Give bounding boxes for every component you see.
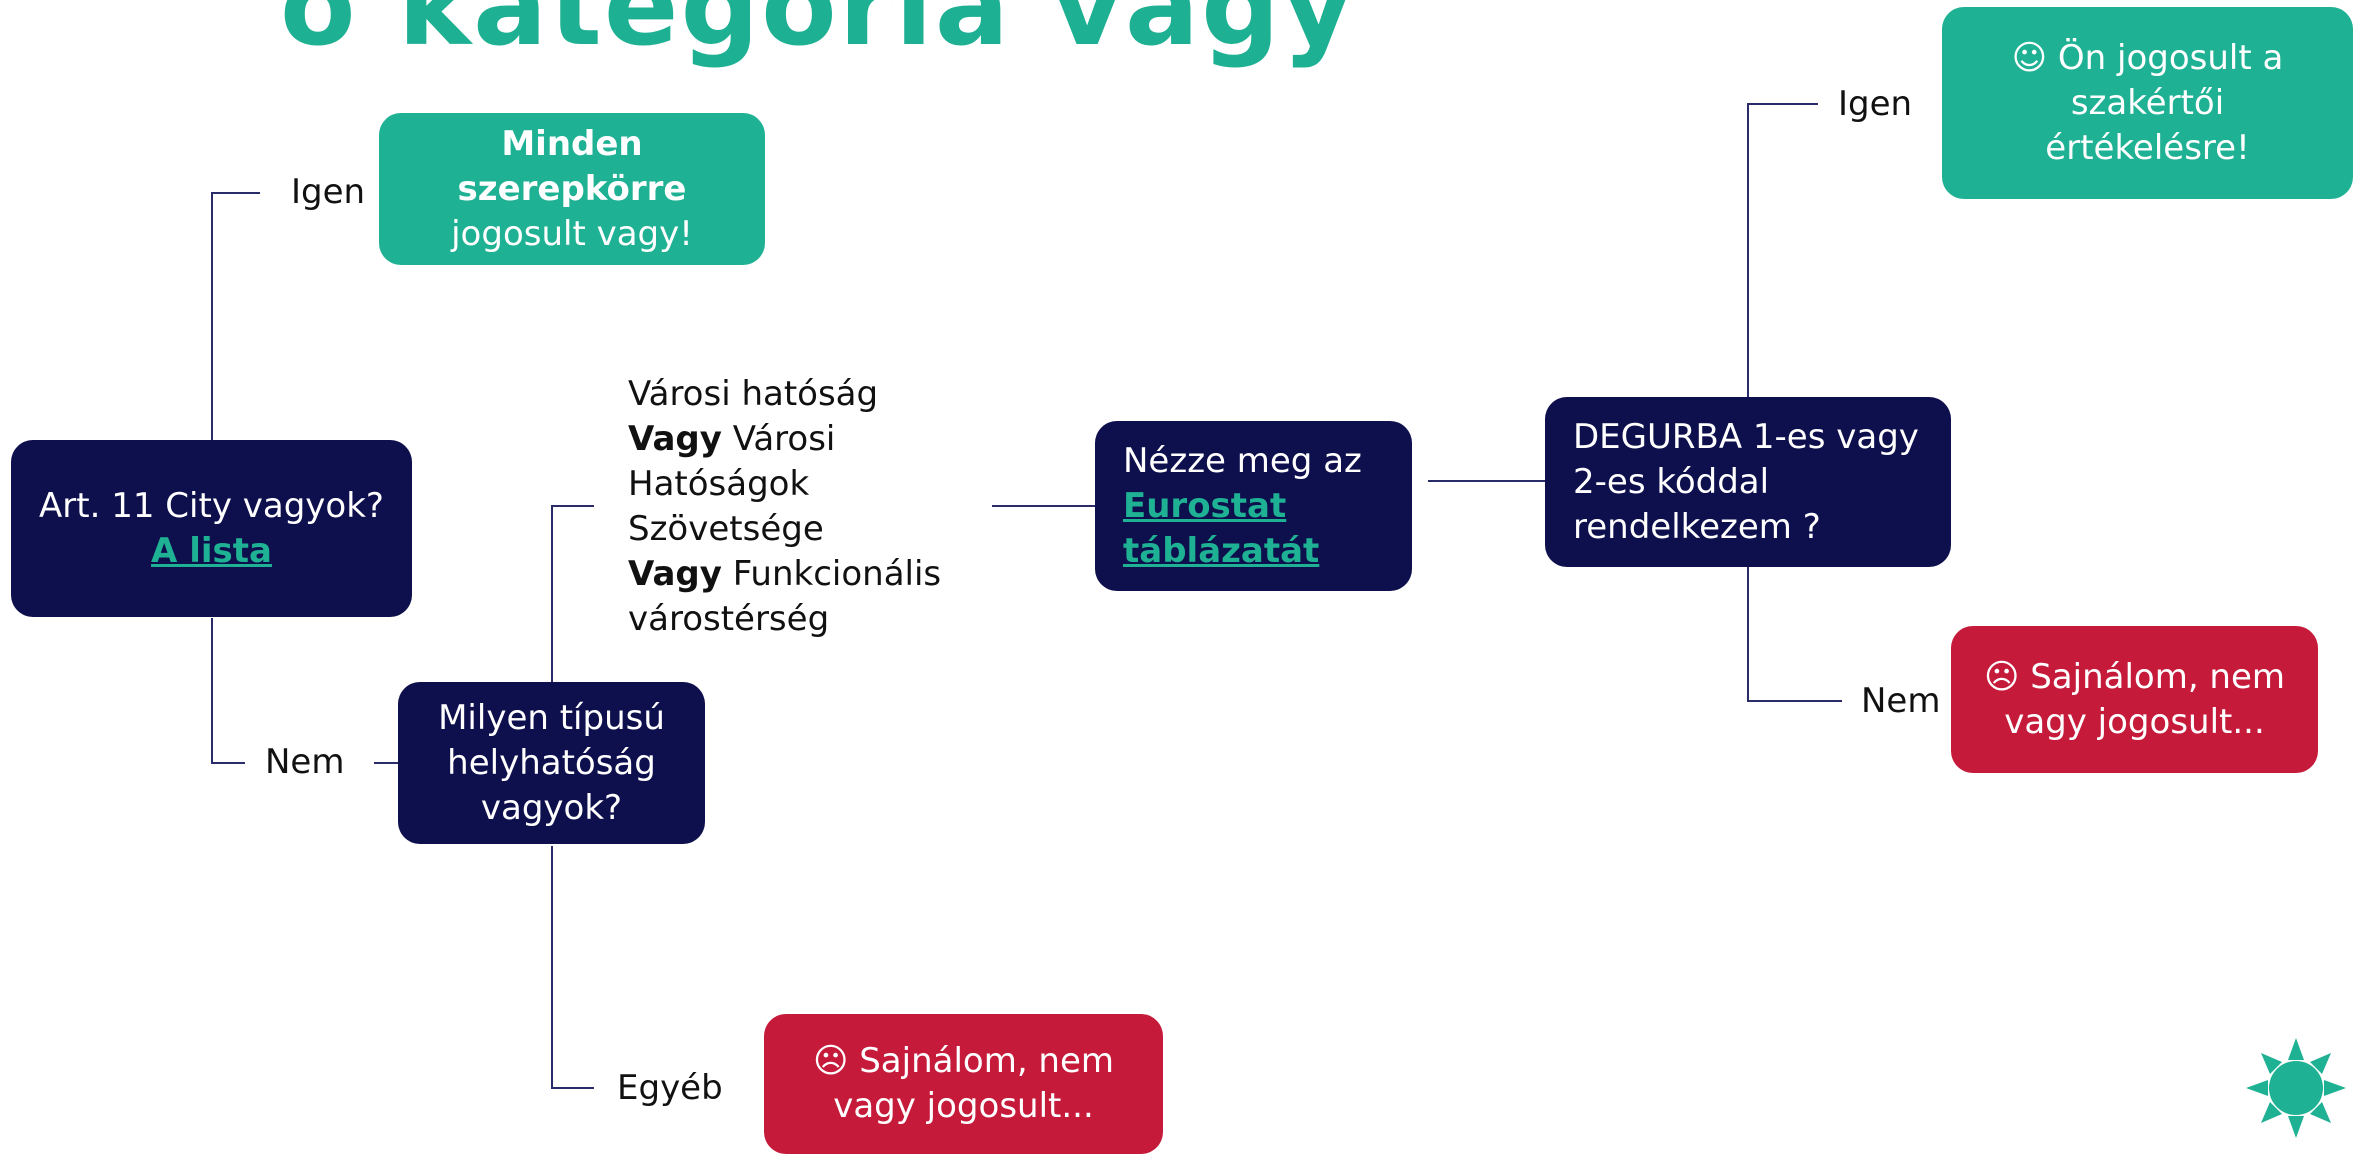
types-or-2: Vagy bbox=[628, 554, 722, 594]
authority-type-question-box: Milyen típusú helyhatóság vagyok? bbox=[398, 682, 705, 844]
types-line-2-rest: Városi bbox=[721, 419, 836, 459]
list-link[interactable]: A lista bbox=[151, 530, 272, 571]
page-title: ő kategóriá vagy bbox=[280, 0, 1356, 70]
authority-types-text: Városi hatóság Vagy Városi Hatóságok Szö… bbox=[628, 372, 941, 642]
other-not-eligible-line-1: ☹ Sajnálom, nem bbox=[812, 1041, 1115, 1081]
degurba-not-eligible-box: ☹ Sajnálom, nem vagy jogosult... bbox=[1951, 626, 2318, 773]
eligible-line-1: ☺ Ön jogosult a bbox=[2011, 37, 2284, 78]
eligible-line-2: szakértői bbox=[2070, 82, 2225, 123]
sun-logo-icon bbox=[2246, 1038, 2346, 1138]
connector-question-other bbox=[551, 846, 594, 1089]
root-yes-label: Igen bbox=[291, 172, 366, 212]
connector-question-types bbox=[551, 505, 594, 682]
degurba-line-1: DEGURBA 1-es vagy bbox=[1573, 416, 1919, 457]
authority-type-line-2: helyhatóság bbox=[447, 742, 656, 783]
types-line-2: Vagy Városi bbox=[628, 417, 941, 462]
eurostat-link-line-1[interactable]: Eurostat bbox=[1123, 485, 1287, 526]
all-roles-bold-1: Minden bbox=[501, 123, 643, 164]
root-question-box: Art. 11 City vagyok? A lista bbox=[11, 440, 412, 617]
connector-degurba-no bbox=[1747, 567, 1842, 702]
authority-type-line-1: Milyen típusú bbox=[438, 697, 665, 738]
degurba-line-3: rendelkezem ? bbox=[1573, 506, 1821, 547]
degurba-question-box: DEGURBA 1-es vagy 2-es kóddal rendelkeze… bbox=[1545, 397, 1951, 567]
types-or-1: Vagy bbox=[628, 419, 722, 459]
types-line-5: Vagy Funkcionális bbox=[628, 552, 941, 597]
connector-root-no bbox=[211, 618, 245, 764]
types-line-6: várostérség bbox=[628, 599, 830, 639]
degurba-not-eligible-line-2: vagy jogosult... bbox=[2004, 701, 2265, 742]
types-line-5-rest: Funkcionális bbox=[721, 554, 942, 594]
other-not-eligible-box: ☹ Sajnálom, nem vagy jogosult... bbox=[764, 1014, 1163, 1154]
connector-degurba-yes bbox=[1747, 103, 1818, 397]
degurba-yes-label: Igen bbox=[1838, 84, 1913, 124]
degurba-no-label: Nem bbox=[1861, 681, 1941, 721]
eligible-result-box: ☺ Ön jogosult a szakértői értékelésre! bbox=[1942, 7, 2353, 199]
degurba-not-eligible-line-1: ☹ Sajnálom, nem bbox=[1983, 656, 2286, 697]
degurba-line-2: 2-es kóddal bbox=[1573, 461, 1770, 502]
authority-type-line-3: vagyok? bbox=[480, 787, 623, 828]
eurostat-link-line-2[interactable]: táblázatát bbox=[1123, 530, 1320, 571]
connector-root-yes bbox=[211, 192, 260, 440]
root-question: Art. 11 City vagyok? bbox=[39, 485, 384, 526]
all-roles-result-box: Minden szerepkörre jogosult vagy! bbox=[379, 113, 765, 265]
root-no-label: Nem bbox=[265, 742, 345, 782]
other-label: Egyéb bbox=[617, 1068, 723, 1108]
types-line-4: Szövetsége bbox=[628, 509, 824, 549]
all-roles-text: jogosult vagy! bbox=[451, 213, 693, 254]
eligible-line-3: értékelésre! bbox=[2045, 127, 2250, 168]
other-not-eligible-line-2: vagy jogosult... bbox=[833, 1086, 1094, 1126]
eurostat-box: Nézze meg az Eurostat táblázatát bbox=[1095, 421, 1412, 591]
types-line-3: Hatóságok bbox=[628, 464, 810, 504]
all-roles-bold-2: szerepkörre bbox=[457, 168, 687, 209]
eurostat-text: Nézze meg az bbox=[1123, 440, 1362, 481]
types-line-1: Városi hatóság bbox=[628, 374, 879, 414]
